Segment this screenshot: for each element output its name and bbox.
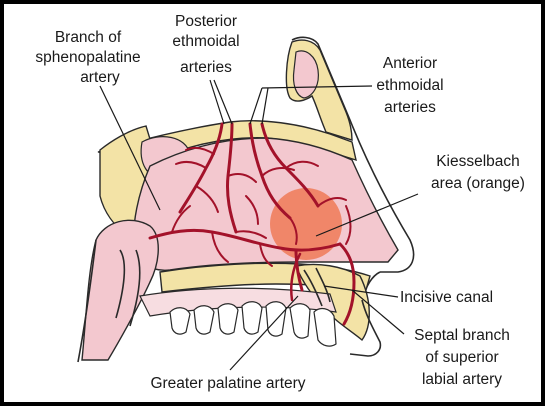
sphenopalatine-line-2: sphenopalatine: [35, 49, 140, 66]
leader-lines: [99, 79, 419, 371]
label-anterior-ethmoidal: Anterior ethmoidal arteries: [376, 55, 443, 116]
label-posterior-ethmoidal: Posterior ethmoidal arteries: [172, 13, 239, 76]
posterior-ethmoidal-line-1: Posterior: [175, 13, 237, 30]
posterior-ethmoidal-line-3: arteries: [180, 59, 232, 76]
kiesselbach-area: [270, 188, 342, 260]
label-sphenopalatine: Branch of sphenopalatine artery: [35, 29, 140, 86]
pharyngeal-tissue: [81, 219, 159, 361]
kiesselbach-line-2: area (orange): [431, 175, 525, 192]
arterial-network: [148, 122, 356, 326]
posterior-ethmoidal-line-2: ethmoidal: [172, 33, 239, 50]
anterior-ethmoidal-line-2: ethmoidal: [376, 77, 443, 94]
upper-teeth: [169, 301, 337, 347]
upper-lip: [349, 299, 382, 357]
anterior-ethmoidal-line-1: Anterior: [383, 55, 437, 72]
septal-branch-line-1: Septal branch: [414, 327, 510, 344]
kiesselbach-line-1: Kiesselbach: [436, 153, 520, 170]
septal-branch-line-2: of superior: [425, 349, 498, 366]
label-septal-branch: Septal branch of superior labial artery: [414, 327, 510, 388]
sphenopalatine-line-3: artery: [80, 69, 120, 86]
anterior-ethmoidal-line-3: arteries: [384, 99, 436, 116]
frontal-sinus: [292, 50, 319, 99]
label-greater-palatine: Greater palatine artery: [150, 375, 305, 392]
septal-branch-line-3: labial artery: [422, 371, 502, 388]
label-kiesselbach: Kiesselbach area (orange): [431, 153, 525, 192]
label-incisive-canal: Incisive canal: [400, 289, 493, 306]
septal-mucosa: [132, 137, 399, 271]
sphenopalatine-line-1: Branch of: [55, 29, 122, 46]
